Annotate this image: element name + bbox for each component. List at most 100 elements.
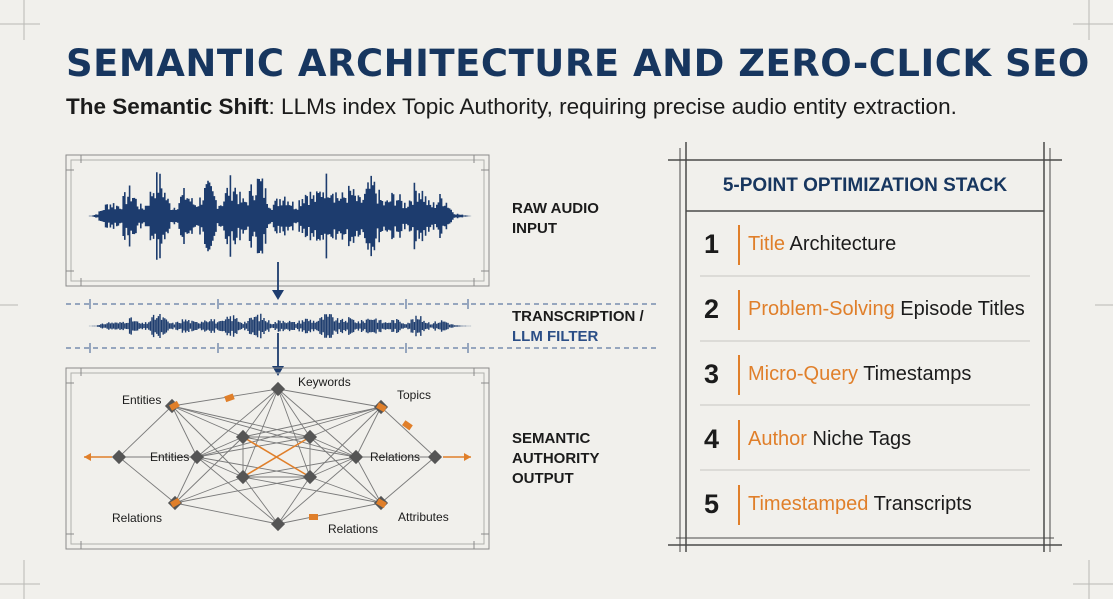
- flow-arrow-down-2: [272, 333, 284, 376]
- stack-item-5: 5 Timestamped Transcripts: [700, 472, 1030, 537]
- stack-item-4: 4 Author Niche Tags: [700, 407, 1030, 472]
- stack-rest: Episode Titles: [894, 298, 1025, 320]
- flow-arrow-down-1: [272, 262, 284, 300]
- stack-dividers: [700, 275, 1030, 471]
- stage-semantic-line3: OUTPUT: [512, 470, 574, 487]
- stack-item-3: 3 Micro-Query Timestamps: [700, 342, 1030, 407]
- stack-number: 2: [704, 294, 720, 324]
- tag-marker: [224, 393, 235, 403]
- graph-node-rb: [270, 516, 286, 532]
- graph-node-lo: [111, 449, 127, 465]
- tag-marker: [309, 514, 318, 520]
- graph-node-eb1: [235, 469, 251, 485]
- graph-edge: [242, 476, 382, 504]
- graph-node-mr: [348, 449, 364, 465]
- graph-node-ro: [427, 449, 443, 465]
- graph-edge: [355, 406, 382, 458]
- stack-highlight: Problem-Solving: [748, 298, 895, 320]
- graph-edge: [309, 476, 382, 504]
- graph-edge: [196, 436, 244, 458]
- graph-node-eb2: [302, 469, 318, 485]
- graph-edge: [309, 436, 357, 458]
- stage-semantic-output: SEMANTIC AUTHORITY OUTPUT: [512, 429, 600, 489]
- graph-node-kw: [270, 381, 286, 397]
- subtitle-text: : LLMs index Topic Authority, requiring …: [268, 94, 957, 119]
- graph-edge: [309, 406, 382, 478]
- graph-edge: [171, 405, 244, 478]
- transcription-band: [66, 299, 660, 353]
- graph-edge: [174, 456, 198, 504]
- graph-edge: [171, 405, 357, 458]
- stack-item-text: Timestamped Transcripts: [748, 493, 972, 516]
- output-arrow-head: [84, 453, 91, 461]
- graph-edge: [118, 456, 176, 504]
- graph-edge: [277, 388, 311, 438]
- stack-highlight: Timestamped: [748, 493, 869, 515]
- stack-accent-bar: [738, 354, 740, 395]
- graph-edge: [118, 405, 173, 458]
- stack-rest: Architecture: [785, 233, 897, 255]
- subtitle-emphasis: The Semantic Shift: [66, 94, 269, 119]
- graph-edge: [196, 456, 244, 478]
- graph-edge: [309, 436, 382, 504]
- output-arrow-head: [464, 453, 471, 461]
- tag-marker: [170, 497, 181, 508]
- label-topics: Topics: [397, 388, 431, 402]
- graph-node-ml: [189, 449, 205, 465]
- stack-accent-bar: [738, 484, 740, 525]
- graph-edge: [171, 405, 311, 438]
- graph-edge: [171, 405, 198, 458]
- graph-edge: [355, 456, 382, 504]
- graph-edge: [242, 456, 357, 478]
- graph-node-em1: [235, 429, 251, 445]
- stack-item-text: Problem-Solving Episode Titles: [748, 298, 1025, 321]
- stage-transcription-line2: LLM FILTER: [512, 328, 599, 345]
- stack-item-text: Title Architecture: [748, 233, 896, 256]
- stack-accent-bar: [738, 289, 740, 330]
- graph-edge: [196, 456, 311, 478]
- stack-number: 1: [704, 229, 720, 259]
- stack-rest: Transcripts: [868, 493, 972, 515]
- stack-highlight: Author: [748, 428, 807, 450]
- label-attributes: Attributes: [398, 510, 449, 524]
- label-keywords: Keywords: [298, 375, 351, 389]
- graph-edge: [380, 406, 436, 458]
- graph-edge: [277, 476, 311, 525]
- graph-edge: [242, 436, 357, 458]
- graph-edge: [242, 388, 279, 438]
- tag-marker: [402, 420, 413, 431]
- graph-edge: [174, 436, 244, 504]
- stack-number: 5: [704, 489, 720, 519]
- graph-edge: [242, 406, 382, 438]
- stage-transcription-line1: TRANSCRIPTION /: [512, 308, 644, 325]
- semantic-graph-frame: [65, 367, 490, 550]
- page-subtitle: The Semantic Shift: LLMs index Topic Aut…: [66, 94, 957, 120]
- stack-item-text: Micro-Query Timestamps: [748, 363, 971, 386]
- stack-panel-frame: [668, 142, 1062, 552]
- graph-edge: [277, 388, 357, 458]
- graph-edge: [277, 388, 382, 408]
- graph-edge: [309, 406, 382, 438]
- graph-nodes: [111, 381, 443, 532]
- label-entities-mid: Entities: [150, 450, 189, 464]
- tag-marker: [169, 400, 180, 411]
- graph-edge: [174, 476, 311, 504]
- stack-accent-bar: [738, 419, 740, 460]
- label-relations-bottom: Relations: [328, 522, 378, 536]
- graph-edge: [196, 456, 279, 525]
- graph-edge: [174, 476, 244, 504]
- graph-edge: [174, 502, 279, 525]
- stack-title: 5-POINT OPTIMIZATION STACK: [722, 175, 1008, 196]
- page-title: SEMANTIC ARCHITECTURE AND ZERO-CLICK SEO: [66, 42, 1090, 85]
- stack-rest: Niche Tags: [806, 428, 912, 450]
- stage-transcription: TRANSCRIPTION / LLM FILTER: [512, 307, 644, 347]
- stack-item-1: 1 Title Architecture: [700, 212, 1030, 277]
- stack-item-2: 2 Problem-Solving Episode Titles: [700, 277, 1030, 342]
- stage-semantic-line1: SEMANTIC: [512, 430, 591, 447]
- graph-node-em2: [302, 429, 318, 445]
- graph-edge: [171, 405, 244, 438]
- stage-raw-audio: RAW AUDIO INPUT: [512, 199, 599, 239]
- graph-edge: [196, 436, 311, 458]
- label-relations-left: Relations: [112, 511, 162, 525]
